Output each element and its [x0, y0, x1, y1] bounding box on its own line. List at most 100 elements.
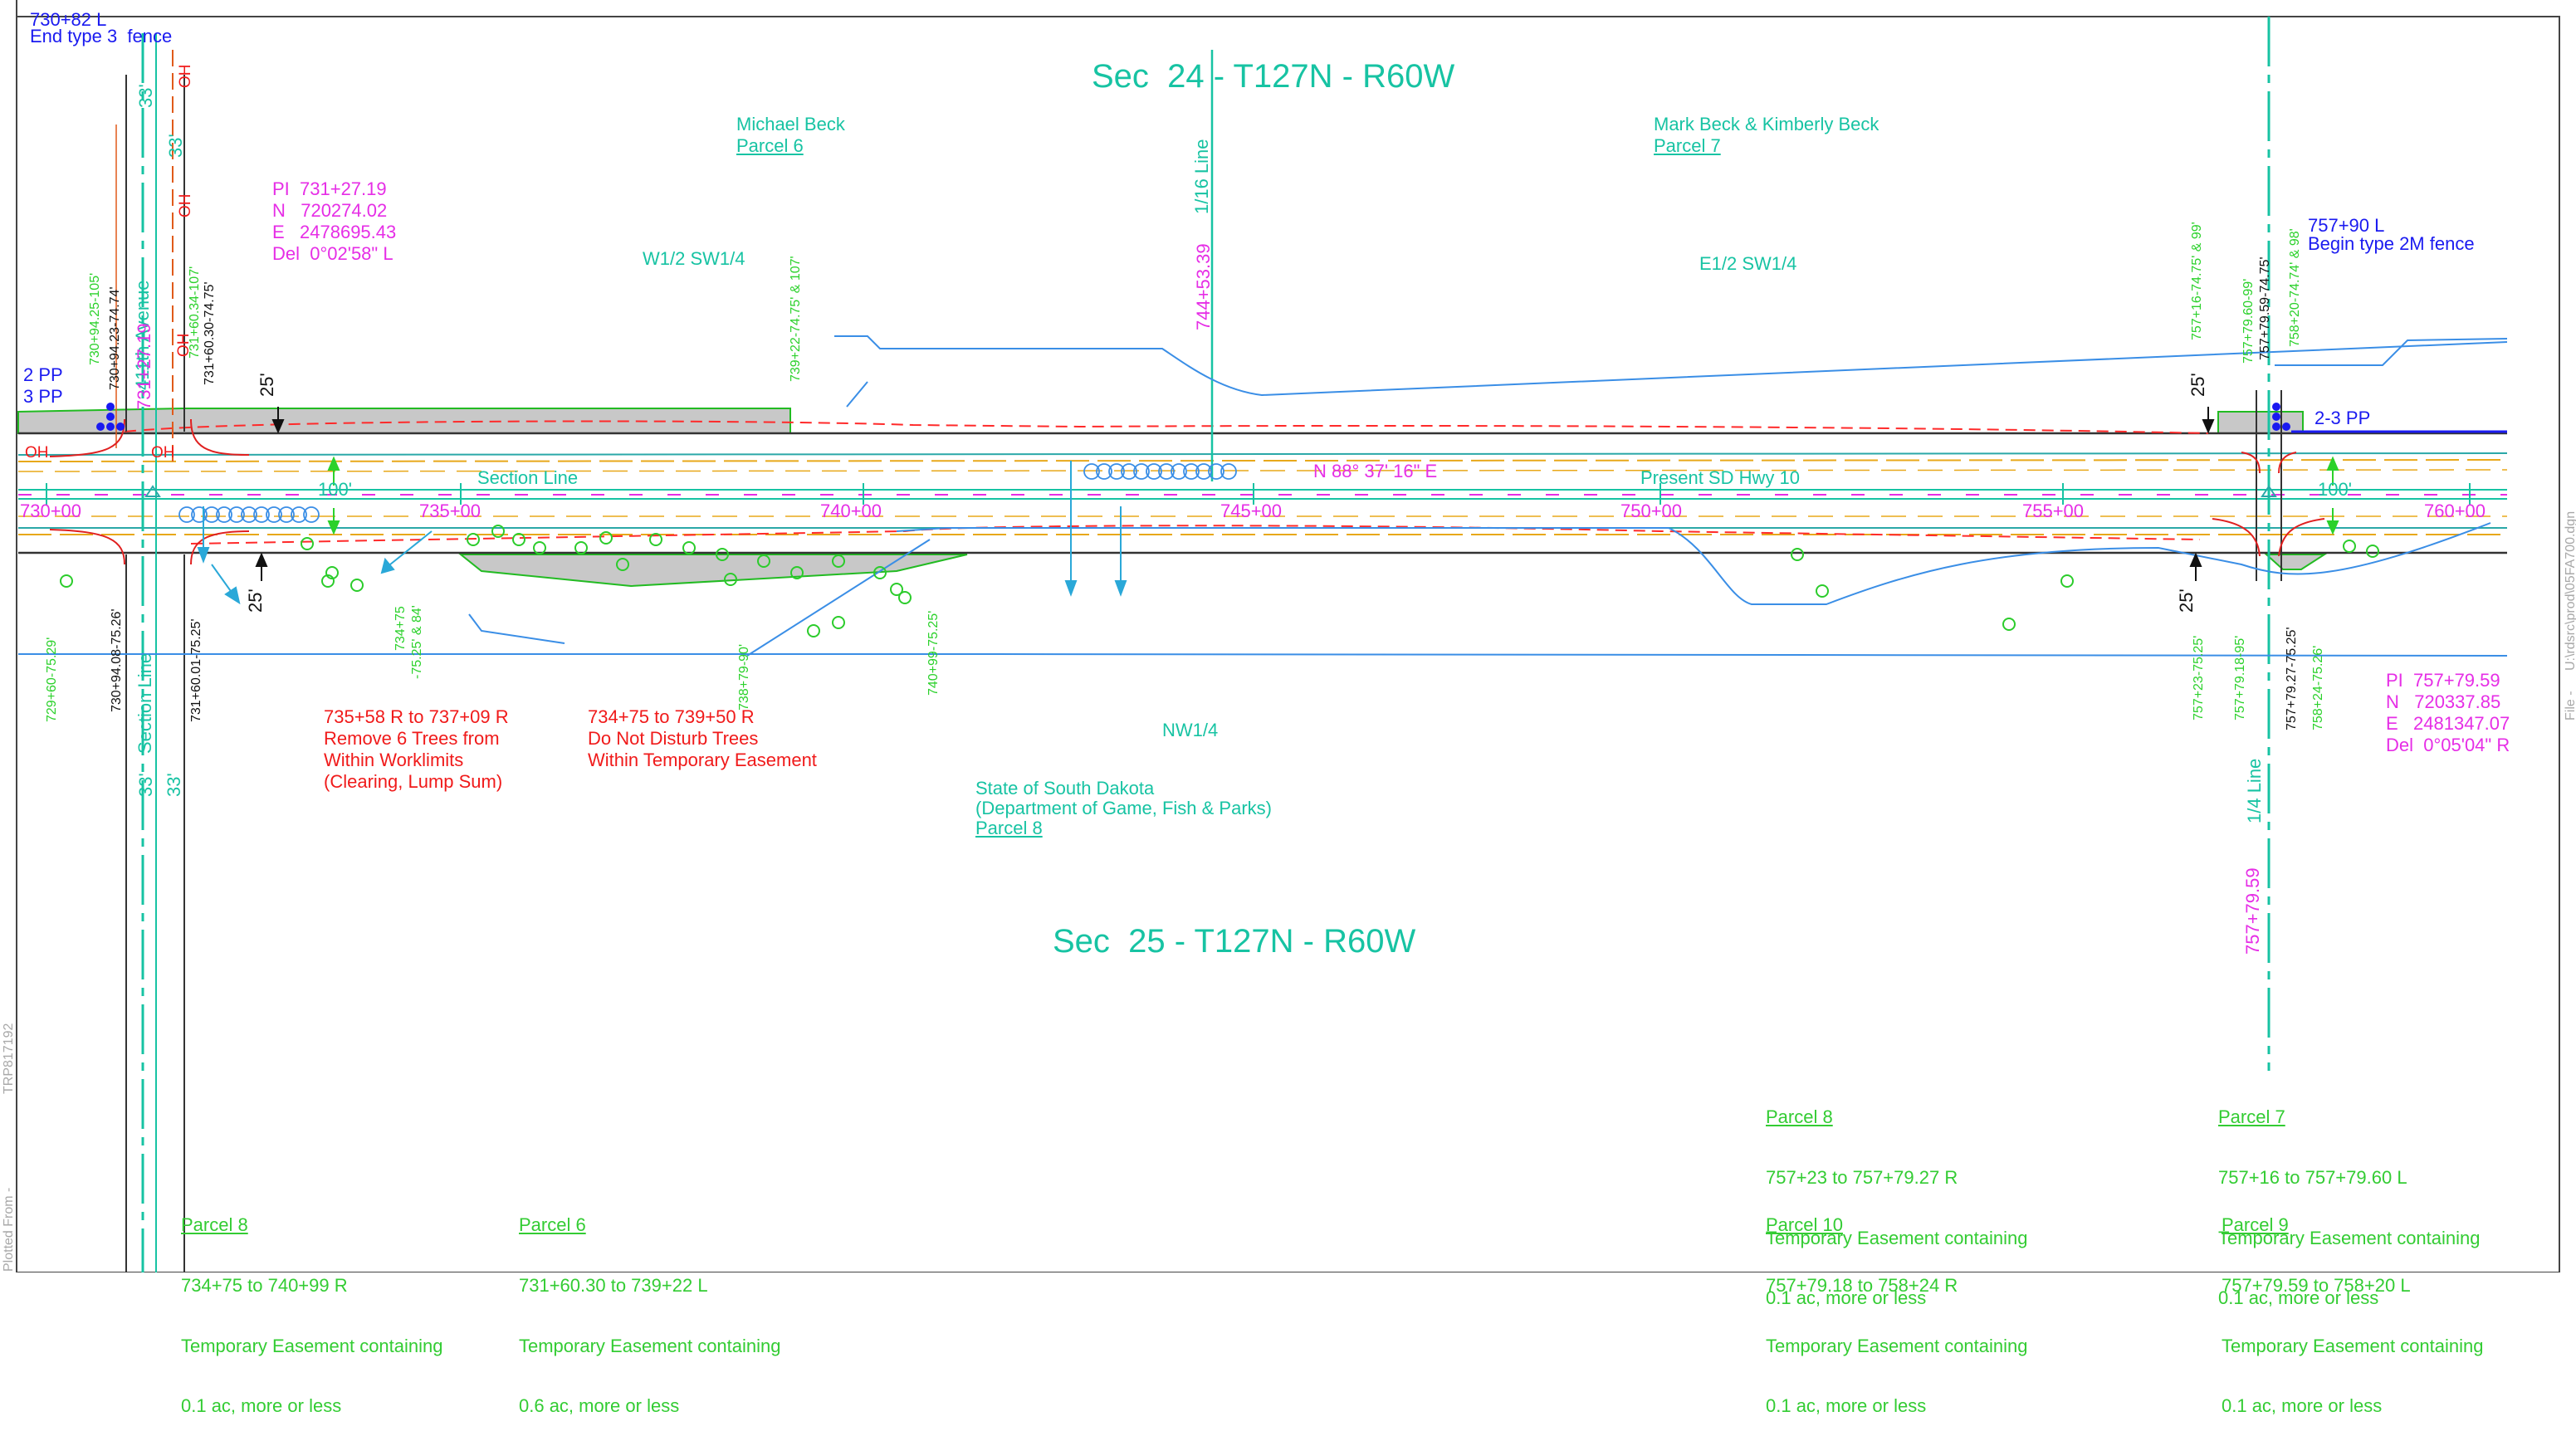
offset-bottom-a: 729+60-75.29'	[45, 637, 59, 722]
owner-parcel-6: Parcel 6	[736, 135, 804, 156]
pi-left-easting: E 2478695.43	[272, 222, 397, 242]
station-quarter: 757+79.59	[2242, 867, 2263, 955]
tree-line-center	[1083, 463, 1237, 480]
pi-markers	[144, 485, 2277, 497]
owner-michael-beck: Michael Beck	[736, 114, 845, 134]
pi-left-delta: Del 0°02'58" L	[272, 243, 393, 264]
pi-right-northing: N 720337.85	[2386, 691, 2501, 712]
right-turn-radius-nw	[2241, 452, 2261, 474]
bearing-label: N 88° 37' 16" E	[1313, 461, 1438, 481]
power-pole-label-2: 2 PP	[23, 364, 63, 385]
overhead-label-b: OH	[151, 444, 175, 462]
station-750: 750+00	[1620, 501, 1683, 521]
offset-bottom-h: 757+23-75.25'	[2192, 635, 2206, 720]
margin-file-label: File -	[2564, 691, 2576, 720]
dim-33-top-a: 33'	[135, 84, 156, 108]
temp-easement-north	[124, 420, 2209, 434]
power-pole-icon	[96, 403, 2290, 431]
dim-25-c: 25'	[2187, 373, 2208, 397]
dim-33-bottom-a: 33'	[135, 773, 156, 797]
tree-note-a1: 735+58 R to 737+09 R	[324, 706, 509, 727]
easement-note-5: Parcel 10 757+79.18 to 758+24 R Temporar…	[1766, 1175, 2028, 1436]
station-735: 735+00	[419, 501, 481, 521]
easement-2-desc: Temporary Easement containing	[519, 1335, 781, 1356]
section-line-label-top: Section Line	[477, 467, 579, 488]
dimension-arrows	[255, 407, 2215, 581]
highway-label: Present SD Hwy 10	[1640, 467, 1800, 488]
dim-25-d: 25'	[2176, 589, 2197, 613]
easement-1-range: 734+75 to 740+99 R	[181, 1274, 348, 1296]
contour-north-b	[2275, 338, 2508, 366]
pi-right-delta: Del 0°05'04" R	[2386, 735, 2510, 755]
margin-sheet-id: TRP817192	[2, 1023, 16, 1094]
offset-bottom-g: 740+99-75.25'	[926, 610, 941, 696]
hundred-foot-arrows	[327, 456, 2339, 535]
tree-note-a3: Within Worklimits	[324, 750, 464, 770]
easement-2-range: 731+60.30 to 739+22 L	[519, 1274, 708, 1296]
contour-south-c	[746, 539, 931, 657]
easement-2-area: 0.6 ac, more or less	[519, 1395, 680, 1417]
easement-note-1: Parcel 8 734+75 to 740+99 R Temporary Ea…	[181, 1175, 443, 1436]
easement-1-area: 0.1 ac, more or less	[181, 1395, 342, 1417]
offset-top-g: 757+79.60-99'	[2241, 278, 2256, 364]
quarter-w12sw14: W1/2 SW1/4	[643, 248, 745, 269]
contour-south	[18, 653, 2508, 657]
offset-bottom-b: 730+94.08-75.26'	[110, 608, 124, 713]
station-745: 745+00	[1220, 501, 1283, 521]
easement-4-parcel: Parcel 7	[2218, 1106, 2285, 1128]
easement-4-range: 757+16 to 757+79.60 L	[2218, 1166, 2407, 1188]
drainage-arrows	[197, 461, 1127, 605]
tree-note-a2: Remove 6 Trees from	[324, 728, 500, 749]
easement-fill-right-south	[2264, 554, 2328, 570]
lane-line-north-b	[17, 469, 2508, 472]
plan-drawing	[16, 0, 2560, 1272]
fence-end-type: End type 3 fence	[30, 26, 173, 46]
offset-bottom-e: -75.25' & 84'	[410, 605, 424, 679]
power-pole-label-3: 3 PP	[23, 386, 63, 407]
dim-100-right: 100'	[2318, 479, 2352, 500]
owner-parcel-7: Parcel 7	[1654, 135, 1721, 156]
owner-state-sd: State of South Dakota	[975, 778, 1155, 799]
dim-33-top-b: 33'	[165, 134, 186, 158]
tree-note-a4: (Clearing, Lump Sum)	[324, 771, 503, 792]
lane-line-north	[17, 459, 2508, 462]
quarter-nw14: NW1/4	[1162, 720, 1219, 740]
offset-top-e: 739+22-74.75' & 107'	[789, 256, 803, 382]
station-pi-left: 731+27.19	[134, 323, 154, 410]
turn-radius-ne	[190, 418, 250, 456]
right-turn-radius-ne	[2278, 452, 2297, 474]
easement-3-parcel: Parcel 8	[1766, 1106, 1833, 1128]
pi-left-station: PI 731+27.19	[272, 178, 387, 199]
station-sixteenth: 744+53.39	[1193, 243, 1214, 330]
owner-mark-kimberly-beck: Mark Beck & Kimberly Beck	[1654, 114, 1879, 134]
dim-100-left: 100'	[318, 479, 352, 500]
offset-top-b: 730+94.23-74.74'	[108, 286, 122, 391]
offset-bottom-i: 757+79.18-95'	[2233, 635, 2247, 720]
easement-5-desc: Temporary Easement containing	[1766, 1335, 2028, 1356]
contour-south-b	[896, 522, 2491, 605]
sheet-border	[16, 16, 2560, 1272]
edge-of-road-north	[17, 452, 2508, 456]
right-turn-radius-se	[2278, 518, 2325, 557]
turn-radius-sw	[49, 529, 125, 565]
contour-north	[834, 335, 2508, 397]
sixteenth-line-label: 1/16 Line	[1191, 139, 1212, 214]
offset-top-c: 731+60.34-107'	[188, 266, 202, 359]
contour-diag	[846, 381, 868, 408]
dim-25-b: 25'	[245, 589, 266, 613]
offset-bottom-j: 757+79.27-75.25'	[2285, 627, 2299, 731]
tree-note-b1: 734+75 to 739+50 R	[588, 706, 755, 727]
easement-6-parcel: Parcel 9	[2222, 1214, 2289, 1236]
easement-6-desc: Temporary Easement containing	[2222, 1335, 2484, 1356]
pi-right-easting: E 2481347.07	[2386, 713, 2510, 734]
tree-note-b2: Do Not Disturb Trees	[588, 728, 759, 749]
section-25-label: Sec 25 - T127N - R60W	[1053, 923, 1416, 960]
offset-bottom-d: 734+75	[393, 606, 408, 651]
quarter-line-label: 1/4 Line	[2244, 758, 2265, 823]
pi-right-station: PI 757+79.59	[2386, 670, 2500, 691]
easement-note-2: Parcel 6 731+60.30 to 739+22 L Temporary…	[519, 1175, 781, 1436]
tree-symbol-icon	[60, 525, 2379, 637]
easement-1-desc: Temporary Easement containing	[181, 1335, 443, 1356]
easement-5-parcel: Parcel 10	[1766, 1214, 1843, 1236]
